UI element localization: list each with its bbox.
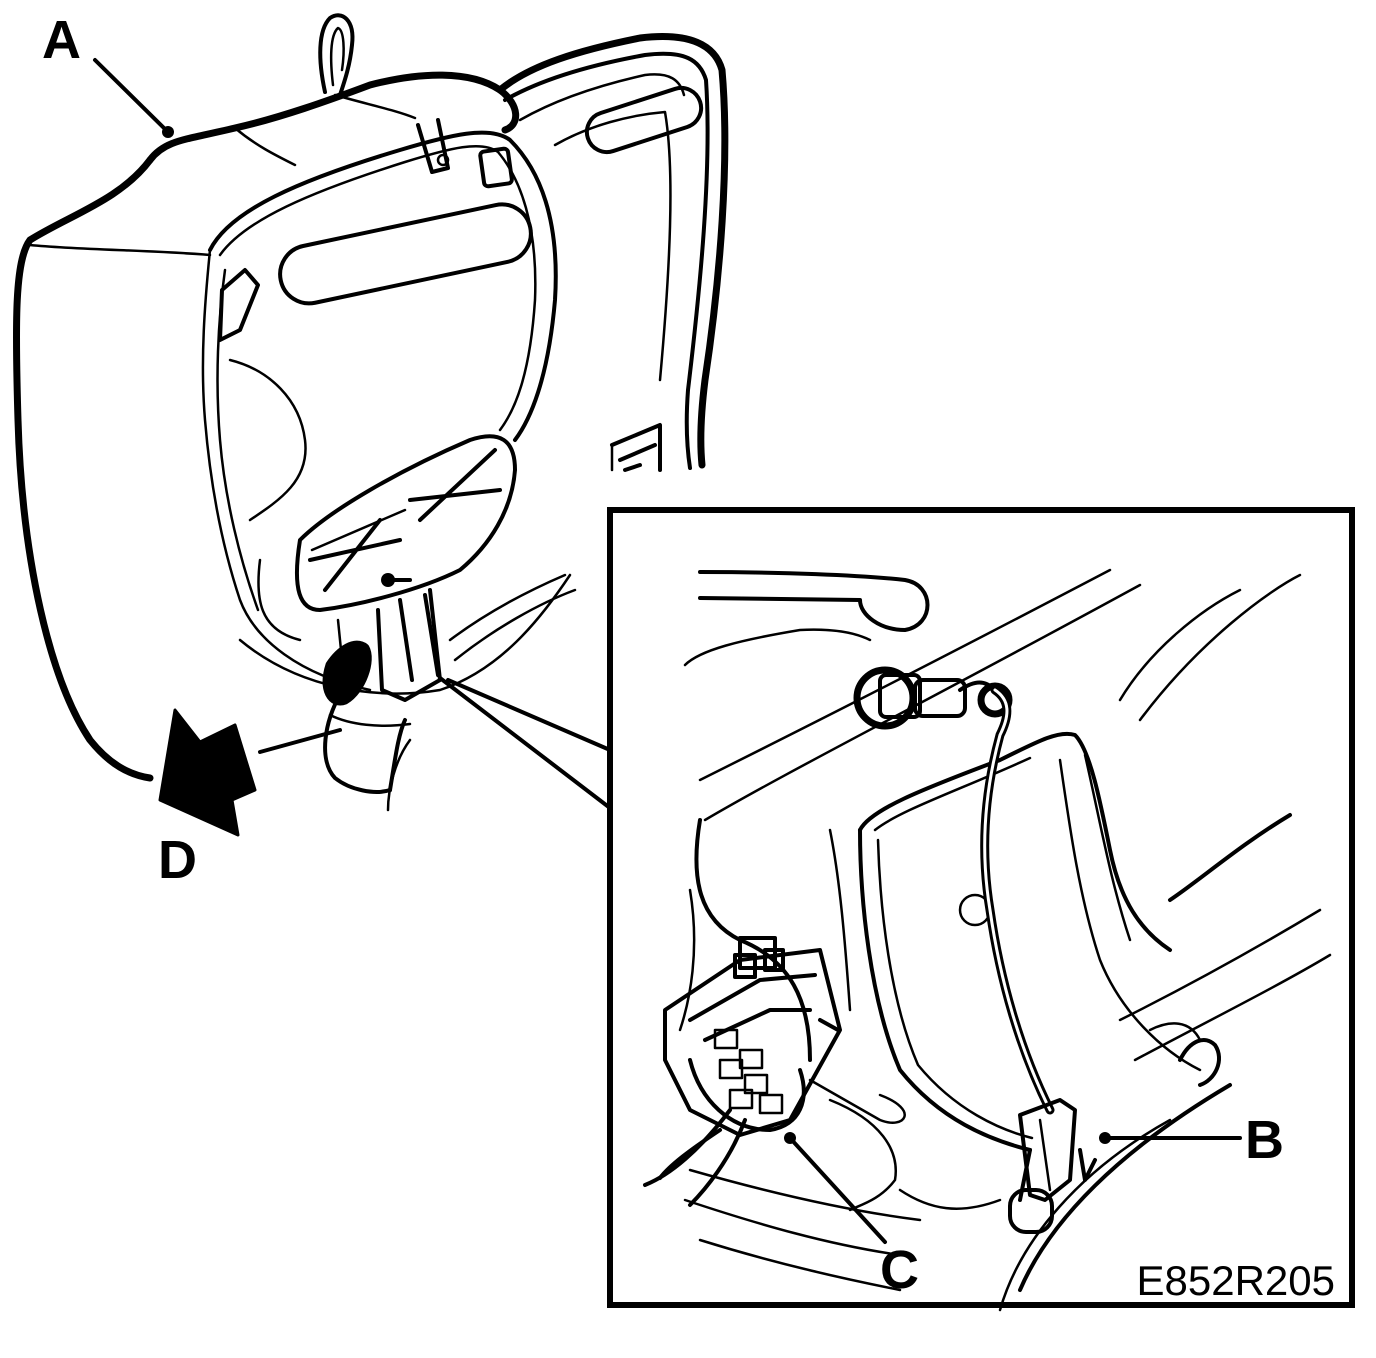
inset-frame — [607, 507, 1355, 1308]
inset-detail: E852R205 — [607, 507, 1355, 1312]
label-b: B — [1245, 1110, 1284, 1170]
label-c: C — [880, 1240, 919, 1300]
seat-outline — [12, 156, 154, 782]
seat-back-illustration — [12, 13, 729, 812]
label-d: D — [158, 830, 197, 890]
label-a: A — [42, 10, 81, 70]
headrest-loop — [318, 13, 355, 97]
seat-frame — [496, 33, 729, 469]
figure-code: E852R205 — [1137, 1257, 1336, 1304]
connector-c — [643, 888, 906, 1207]
direction-arrow — [158, 708, 342, 837]
